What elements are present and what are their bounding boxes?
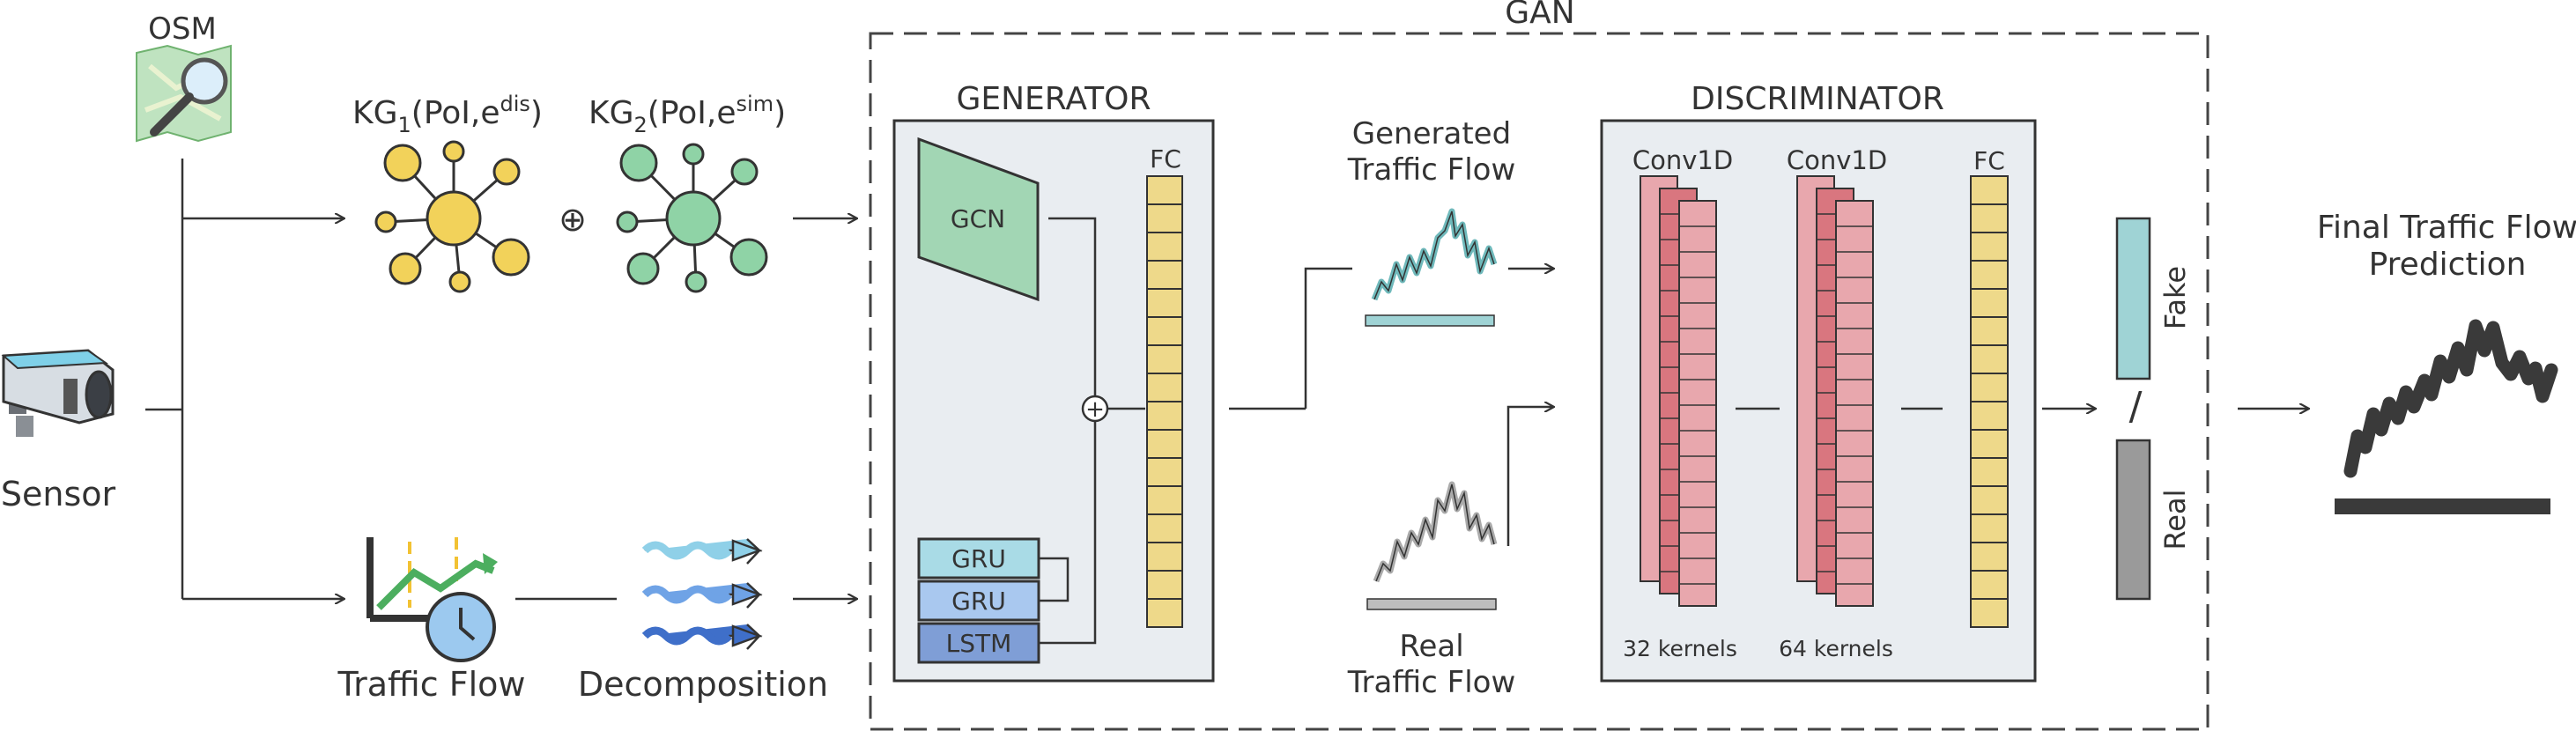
generated-base-bar <box>1365 314 1495 327</box>
generator-connectors <box>1039 217 1145 645</box>
gru-label-1: GRU <box>951 544 1006 573</box>
fc-cell <box>1970 175 2009 205</box>
fc-cell <box>1146 485 1183 515</box>
final-prediction-line <box>2343 319 2558 478</box>
conv-layer <box>1835 200 1874 607</box>
gru-label-2: GRU <box>951 587 1006 616</box>
generator-title: GENERATOR <box>956 81 1151 117</box>
fc-cell <box>1970 513 2009 543</box>
real-bar <box>2115 439 2151 601</box>
osm-map-icon <box>136 44 232 143</box>
fc-cell <box>1970 485 2009 515</box>
fc-cell <box>1146 542 1183 572</box>
real-label-2: Traffic Flow <box>1347 665 1516 700</box>
fc-cell <box>1146 570 1183 600</box>
final-base-bar <box>2335 498 2550 514</box>
decomposition-label: Decomposition <box>578 665 828 704</box>
conv2-label: Conv1D <box>1787 145 1887 175</box>
fc-cell <box>1970 203 2009 233</box>
fc-disc-stack <box>1970 175 2009 628</box>
generated-flow-line <box>1371 208 1498 301</box>
fc-cell <box>1146 513 1183 543</box>
kg2-label: KG2(PoI,esim) <box>588 92 786 137</box>
fc-cell <box>1146 373 1183 402</box>
fc-cell <box>1970 316 2009 346</box>
fc-cell <box>1146 429 1183 459</box>
fc-cell <box>1146 316 1183 346</box>
real-bar-label: Real <box>2158 490 2192 550</box>
fc-cell <box>1970 260 2009 290</box>
fc-cell <box>1970 344 2009 374</box>
fc-cell <box>1146 175 1183 205</box>
lstm-block <box>917 622 1040 664</box>
fc-cell <box>1970 429 2009 459</box>
fake-label: Fake <box>2158 266 2192 329</box>
fc-cell <box>1146 457 1183 487</box>
fc-cell <box>1970 288 2009 318</box>
fc-gen-label: FC <box>1150 144 1181 174</box>
fc-cell <box>1146 401 1183 431</box>
fake-real-slash: / <box>2129 384 2143 429</box>
kg2-graph <box>616 143 768 293</box>
fc-cell <box>1146 203 1183 233</box>
sensor-camera-icon <box>1 349 115 437</box>
kg1-graph <box>374 140 530 293</box>
lstm-label: LSTM <box>946 629 1012 658</box>
generated-label-1: Generated <box>1352 116 1511 151</box>
gcn-label: GCN <box>951 204 1005 233</box>
traffic-flow-chart-icon <box>366 537 498 662</box>
fc-disc-label: FC <box>1973 146 2005 175</box>
gcn-block <box>917 137 1040 302</box>
final-label-1: Final Traffic Flow <box>2317 210 2576 246</box>
kg1-label: KG1(PoI,edis) <box>352 92 543 137</box>
conv-layer <box>1678 200 1717 607</box>
gru-block-2 <box>917 580 1040 622</box>
final-label-2: Prediction <box>2369 247 2527 283</box>
conv1-label: Conv1D <box>1632 145 1733 175</box>
fc-cell <box>1146 344 1183 374</box>
fc-cell <box>1146 232 1183 262</box>
conv2-stack <box>1796 175 1874 607</box>
gen-to-generated <box>1304 267 1352 409</box>
traffic-flow-label: Traffic Flow <box>337 665 526 704</box>
fake-bar <box>2115 217 2151 380</box>
gan-box <box>869 32 2210 731</box>
fc-gen-stack <box>1146 175 1183 628</box>
conv1-stack <box>1640 175 1717 607</box>
discriminator-title: DISCRIMINATOR <box>1691 81 1944 117</box>
fc-cell <box>1970 232 2009 262</box>
fc-cell <box>1146 260 1183 290</box>
input-connectors <box>145 159 344 599</box>
generated-flow-outline <box>1373 210 1495 300</box>
gru-block-1 <box>917 537 1040 580</box>
kernels64-label: 64 kernels <box>1779 636 1893 661</box>
fc-cell <box>1970 457 2009 487</box>
oplus-generator <box>1081 395 1109 423</box>
real-flow-line <box>1373 481 1498 583</box>
fc-cell <box>1970 542 2009 572</box>
osm-label: OSM <box>148 11 217 47</box>
gan-label: GAN <box>1505 0 1574 31</box>
fc-cell <box>1970 373 2009 402</box>
real-flow-outline <box>1375 484 1495 582</box>
real-to-disc-arrow <box>1506 407 1553 546</box>
real-label-1: Real <box>1399 629 1463 664</box>
generated-label-2: Traffic Flow <box>1347 152 1516 188</box>
wave-icon <box>641 538 763 650</box>
real-base-bar <box>1366 598 1497 610</box>
fc-cell <box>1970 570 2009 600</box>
fc-cell <box>1146 598 1183 628</box>
fc-cell <box>1970 598 2009 628</box>
kernels32-label: 32 kernels <box>1623 636 1737 661</box>
fc-cell <box>1146 288 1183 318</box>
fc-cell <box>1970 401 2009 431</box>
oplus-generator-sign: + <box>1085 396 1105 423</box>
sensor-label: Sensor <box>1 475 116 513</box>
oplus-kg: ⊕ <box>559 200 587 239</box>
